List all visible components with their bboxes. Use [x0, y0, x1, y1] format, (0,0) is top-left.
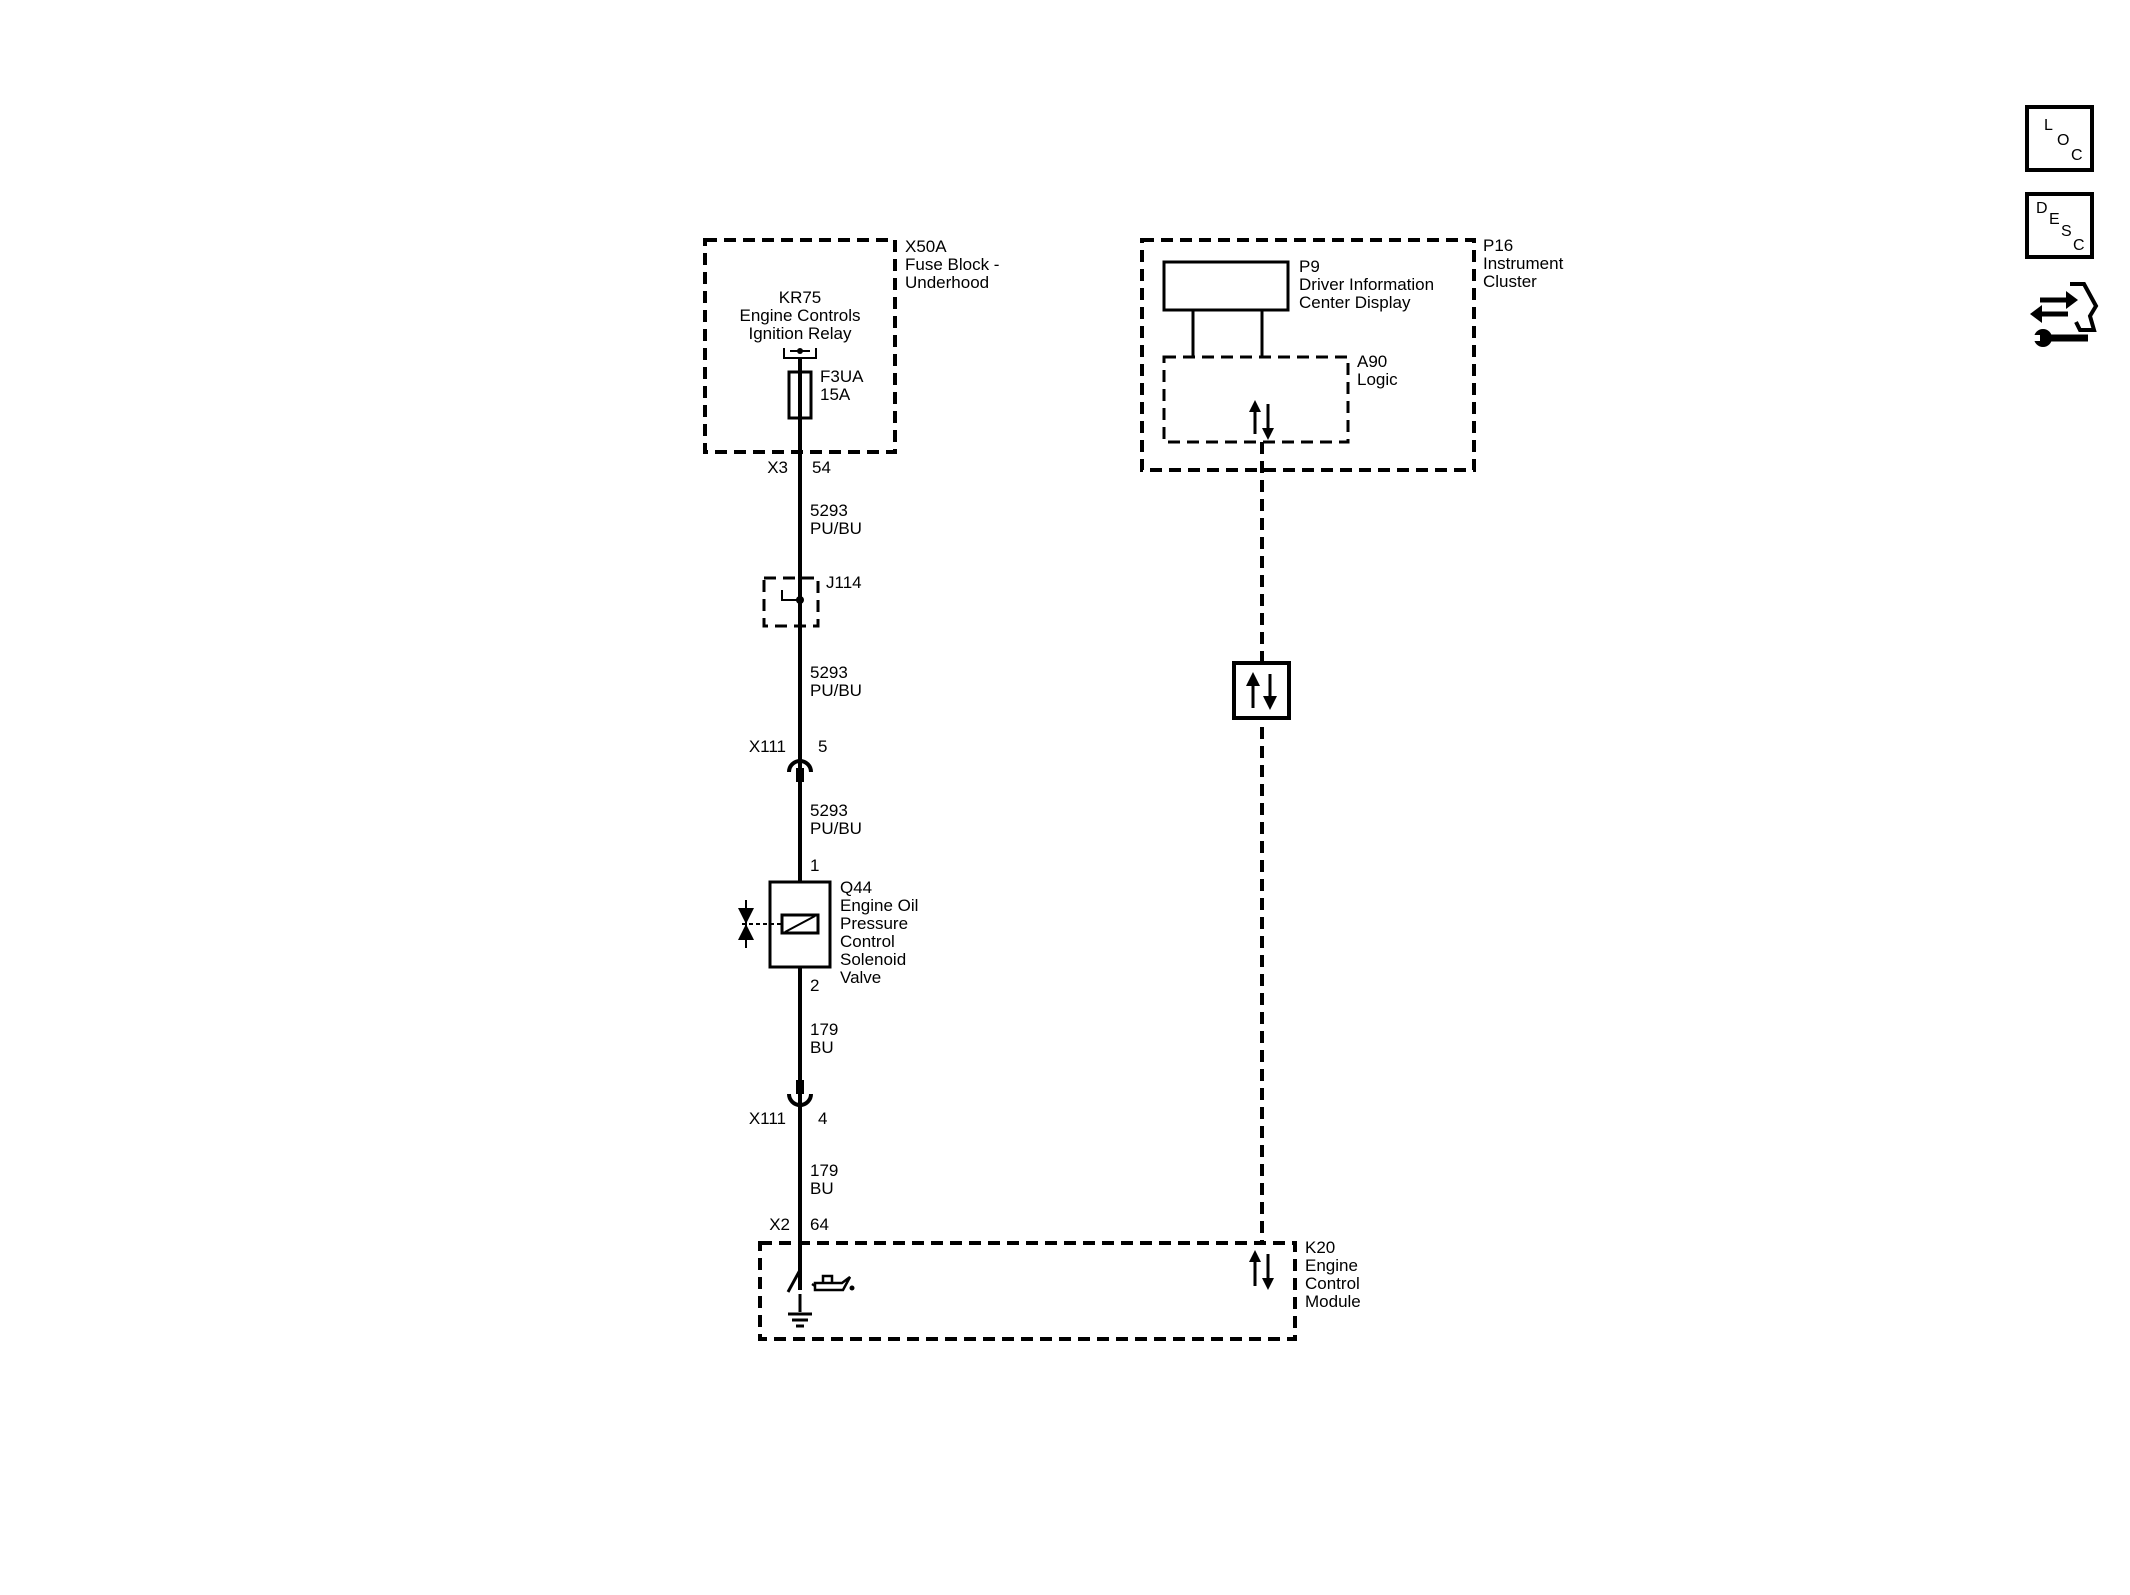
f3ua-id: F3UA — [820, 367, 864, 386]
k20-outline — [758, 1241, 1297, 1341]
k20-name-line3: Module — [1305, 1292, 1361, 1311]
k20-serial-data-arrows-icon — [1249, 1250, 1274, 1290]
valve-symbol-icon — [738, 900, 754, 948]
a90-outline — [1162, 355, 1350, 444]
x3-pin-label: 54 — [812, 458, 831, 477]
a90-name-line1: Logic — [1357, 370, 1398, 389]
desc-letter-2: E — [2049, 211, 2060, 228]
p9-name-line1: Driver Information — [1299, 275, 1434, 294]
x2-pin-label: 64 — [810, 1215, 829, 1234]
q44-id: Q44 — [840, 878, 872, 897]
q44-name-line4: Solenoid — [840, 950, 906, 969]
x50a-name-line1: Fuse Block - — [905, 255, 999, 274]
wire-179-color-2: BU — [810, 1179, 834, 1198]
q44-pin-top: 1 — [810, 856, 819, 875]
p16-instrument-cluster: P16 Instrument Cluster P9 Driver Informa… — [1140, 236, 1564, 472]
connector-service-button[interactable] — [2024, 275, 2099, 357]
x111-connector-pin4: X111 4 — [749, 1080, 827, 1128]
f3ua-rating: 15A — [820, 385, 851, 404]
x2-connector-label: X2 — [769, 1215, 790, 1234]
q44-name-line5: Valve — [840, 968, 881, 987]
p16-name-line1: Instrument — [1483, 254, 1564, 273]
p16-name-line2: Cluster — [1483, 272, 1537, 291]
desc-button[interactable]: D E S C — [2025, 192, 2094, 259]
a90-id: A90 — [1357, 352, 1387, 371]
q44-pin-bottom: 2 — [810, 976, 819, 995]
wire-5293-color-3: PU/BU — [810, 819, 862, 838]
loc-icon: L O C — [2044, 117, 2083, 164]
loc-letter-2: O — [2057, 132, 2069, 149]
a90-serial-data-arrows-icon — [1249, 400, 1274, 440]
q44-name-line3: Control — [840, 932, 895, 951]
x111-top-connector-label: X111 — [749, 737, 786, 756]
p9-name-line2: Center Display — [1299, 293, 1411, 312]
q44-name-line1: Engine Oil — [840, 896, 918, 915]
k20-name-line2: Control — [1305, 1274, 1360, 1293]
x111-connector-pin5: X111 5 — [749, 737, 827, 782]
loc-letter-1: L — [2044, 117, 2053, 134]
x3-connector-label: X3 — [767, 458, 788, 477]
desc-letter-1: D — [2036, 200, 2048, 217]
j114-id: J114 — [826, 573, 862, 592]
k20-name-line1: Engine — [1305, 1256, 1358, 1275]
arrow-down-icon — [1263, 696, 1277, 710]
kr75-name-line1: Engine Controls — [740, 306, 861, 325]
arrow-up-icon — [1246, 672, 1260, 686]
oil-can-icon — [811, 1274, 855, 1292]
loc-button[interactable]: L O C — [2025, 105, 2094, 172]
x50a-name-line2: Underhood — [905, 273, 989, 292]
j114-splice: J114 — [762, 573, 862, 628]
wire-5293-color-1: PU/BU — [810, 519, 862, 538]
wire-5293-circuit-3: 5293 — [810, 801, 848, 820]
x50a-fuse-block: X50A Fuse Block - Underhood KR75 Engine … — [703, 237, 999, 454]
p16-outline — [1140, 238, 1476, 472]
x111-bottom-connector-label: X111 — [749, 1109, 786, 1128]
p16-id: P16 — [1483, 236, 1513, 255]
kr75-name-line2: Ignition Relay — [748, 324, 852, 343]
desc-letter-4: C — [2073, 237, 2085, 254]
wire-5293-circuit-2: 5293 — [810, 663, 848, 682]
desc-icon: D E S C — [2036, 200, 2085, 254]
k20-engine-control-module: K20 Engine Control Module — [758, 1238, 1361, 1341]
desc-letter-3: S — [2061, 223, 2072, 240]
q44-name-line2: Pressure — [840, 914, 908, 933]
low-side-switch-symbol — [786, 1269, 802, 1312]
p9-id: P9 — [1299, 257, 1320, 276]
j114-outline — [762, 576, 820, 628]
ground-icon — [788, 1312, 812, 1328]
p9-display-symbol — [1162, 260, 1290, 312]
wire-179-circuit-2: 179 — [810, 1161, 838, 1180]
wire-179-color-1: BU — [810, 1038, 834, 1057]
kr75-id: KR75 — [779, 288, 822, 307]
x111-top-pin-label: 5 — [818, 737, 827, 756]
x50a-id: X50A — [905, 237, 947, 256]
loc-letter-3: C — [2071, 147, 2083, 164]
k20-id: K20 — [1305, 1238, 1335, 1257]
wire-179-circuit-1: 179 — [810, 1020, 838, 1039]
relay-contact-symbol — [783, 348, 817, 359]
wire-5293-color-2: PU/BU — [810, 681, 862, 700]
x111-bottom-pin-label: 4 — [818, 1109, 827, 1128]
serial-data-nav-button[interactable] — [1232, 661, 1291, 720]
connector-service-icon — [2024, 275, 2099, 357]
wire-5293-circuit-1: 5293 — [810, 501, 848, 520]
q44-solenoid-valve: 1 2 Q44 Engine Oil Pressure Control Sole… — [738, 856, 918, 995]
